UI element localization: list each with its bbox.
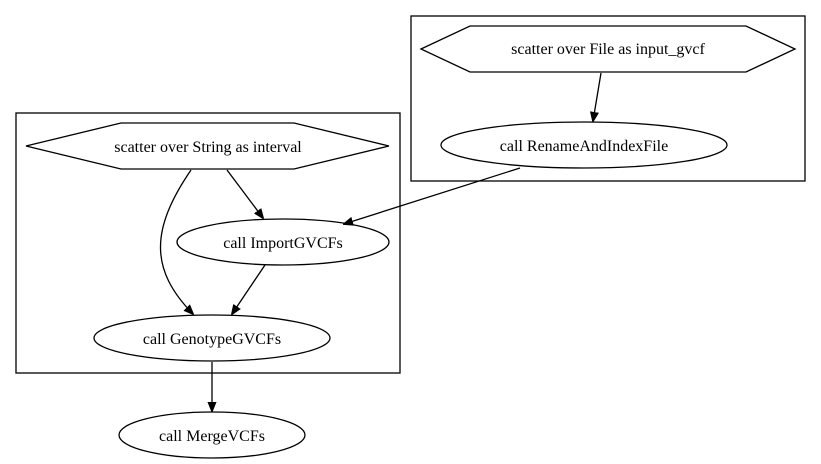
rename-and-index-file-node: call RenameAndIndexFile [440, 121, 728, 169]
scatter-input-gvcf-cluster [410, 15, 806, 182]
rename-and-index-file-label: call RenameAndIndexFile [500, 138, 668, 155]
import-gvcfs-label: call ImportGVCFs [223, 235, 343, 252]
import-gvcfs-node: call ImportGVCFs [176, 218, 390, 266]
scatter-input-gvcf-label: scatter over File as input_gvcf [511, 41, 705, 58]
merge-vcfs-label: call MergeVCFs [159, 428, 265, 445]
edge-rename-to-import [344, 167, 521, 224]
genotype-gvcfs-node: call GenotypeGVCFs [93, 314, 331, 362]
genotype-gvcfs-label: call GenotypeGVCFs [143, 331, 281, 348]
edge-scatter-gvcf-to-rename [593, 72, 602, 121]
merge-vcfs-node: call MergeVCFs [118, 411, 306, 459]
scatter-input-gvcf-node: scatter over File as input_gvcf [419, 25, 797, 73]
scatter-interval-cluster [15, 112, 401, 374]
scatter-interval-label: scatter over String as interval [114, 139, 302, 156]
edge-scatter-interval-to-genotype [159, 169, 193, 314]
scatter-interval-node: scatter over String as interval [25, 122, 390, 170]
edge-import-to-genotype [232, 264, 266, 314]
edge-scatter-interval-to-import [226, 169, 263, 218]
